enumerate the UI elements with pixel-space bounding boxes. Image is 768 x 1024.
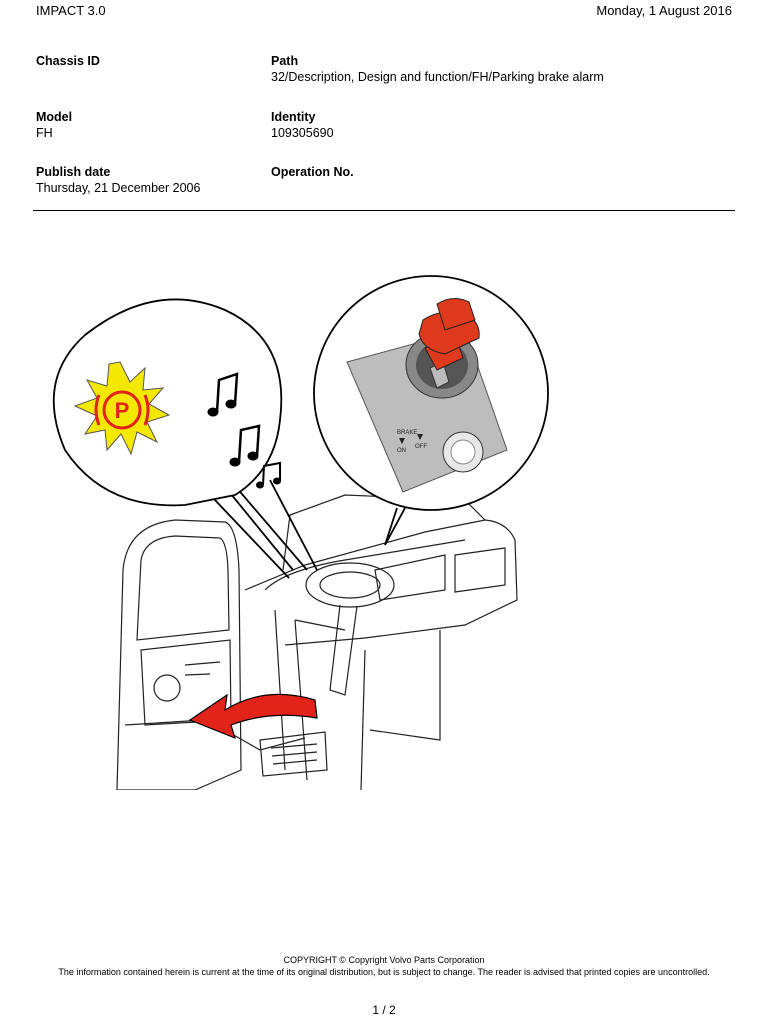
alarm-callout-bubble: P	[52, 298, 283, 507]
warning-star-icon	[73, 361, 171, 456]
parking-brake-knob-icon	[418, 298, 480, 371]
publish-date-block: Publish date Thursday, 21 December 2006	[36, 164, 200, 196]
truck-cab-drawing	[116, 494, 518, 790]
identity-block: Identity 109305690	[271, 109, 334, 141]
chassis-id-block: Chassis ID	[36, 53, 100, 69]
model-block: Model FH	[36, 109, 72, 141]
identity-label: Identity	[271, 110, 316, 124]
path-block: Path 32/Description, Design and function…	[271, 53, 604, 85]
parking-symbol-letter: P	[115, 398, 130, 423]
music-notes-icon	[207, 372, 281, 489]
chassis-id-label: Chassis ID	[36, 54, 100, 68]
switch-callout-bubble: BRAKE ON OFF	[313, 275, 549, 546]
model-label: Model	[36, 110, 73, 124]
path-label: Path	[271, 54, 299, 68]
switch-label-brake: BRAKE	[397, 430, 417, 436]
app-name: IMPACT 3.0	[36, 3, 106, 18]
print-date: Monday, 1 August 2016	[596, 3, 732, 18]
operation-no-label: Operation No.	[271, 165, 354, 179]
model-value: FH	[36, 126, 53, 140]
parking-brake-alarm-illustration: P BRAKE ON OFF	[52, 275, 549, 790]
red-arrow-icon	[188, 693, 318, 740]
page-number: 1 / 2	[372, 1003, 396, 1017]
disclaimer-line: The information contained herein is curr…	[58, 967, 710, 977]
header-divider	[33, 210, 735, 211]
path-value: 32/Description, Design and function/FH/P…	[271, 70, 604, 84]
parking-brake-icon	[102, 390, 142, 430]
switch-label-on: ON	[397, 448, 406, 454]
operation-no-block: Operation No.	[271, 164, 354, 180]
switch-label-off: OFF	[415, 444, 427, 450]
identity-value: 109305690	[271, 126, 334, 140]
publish-date-value: Thursday, 21 December 2006	[36, 181, 201, 195]
copyright-line: COPYRIGHT © Copyright Volvo Parts Corpor…	[283, 955, 485, 965]
publish-date-label: Publish date	[36, 165, 111, 179]
copyright-notice: COPYRIGHT © Copyright Volvo Parts Corpor…	[0, 954, 768, 978]
